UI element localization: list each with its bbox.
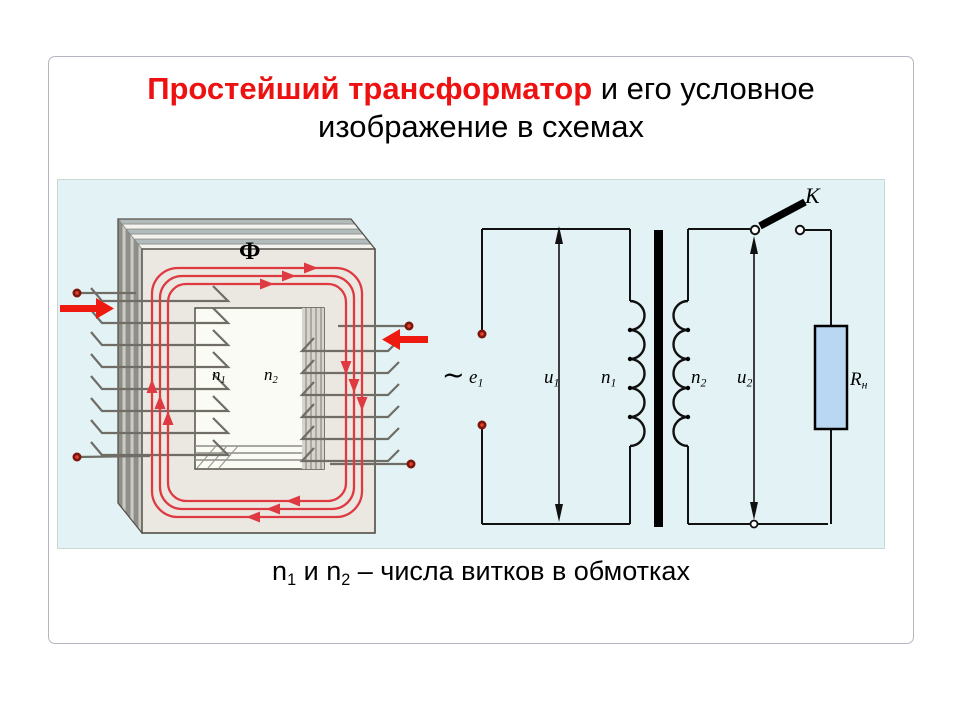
primary-coil	[627, 299, 646, 448]
switch	[749, 198, 807, 236]
u1-voltage-arrow	[555, 226, 563, 522]
source-terminal-dots	[477, 329, 487, 430]
u1-label: u1	[544, 367, 560, 390]
slide: Простейший трансформатор и его условное …	[48, 56, 914, 644]
slide-caption: n1 и n2 – числа витков в обмотках	[272, 556, 690, 589]
load-label: Rн	[850, 369, 868, 392]
switch-label: K	[805, 183, 820, 208]
primary-loop-wire	[481, 228, 631, 525]
flux-phi-label: Ф	[239, 238, 261, 265]
transformer-figure	[60, 198, 849, 534]
core-n1-label: n1	[212, 365, 226, 386]
title-highlight: Простейший трансформатор	[147, 71, 593, 106]
ac-source-sign: ∼	[442, 360, 465, 390]
figure-panel: Ф n1 n2 ∼ e1 u1 n1 n2 u2 K Rн	[57, 179, 885, 549]
title-line2: изображение в схемах	[318, 109, 644, 144]
n2-label: n2	[691, 367, 707, 390]
junction-dot	[749, 519, 759, 529]
switch-contact	[794, 224, 806, 236]
switch-pivot	[749, 224, 761, 236]
winding-terminal-dots	[72, 288, 416, 469]
current-out-arrow-icon	[382, 329, 428, 350]
core-bar	[654, 230, 663, 527]
secondary-coil	[672, 299, 691, 448]
u2-label: u2	[737, 367, 753, 390]
core-n2-label: n2	[264, 365, 278, 386]
slide-title: Простейший трансформатор и его условное …	[49, 70, 913, 146]
n1-label: n1	[601, 367, 617, 390]
current-in-arrow-icon	[60, 298, 114, 319]
emf-label: e1	[469, 367, 484, 390]
load-resistor	[813, 324, 849, 431]
laminated-core	[117, 218, 376, 534]
title-rest: и его условное	[592, 71, 815, 106]
u2-voltage-arrow	[750, 236, 758, 520]
flux-arrow-icons	[146, 262, 368, 523]
secondary-loop-wire	[687, 228, 832, 525]
